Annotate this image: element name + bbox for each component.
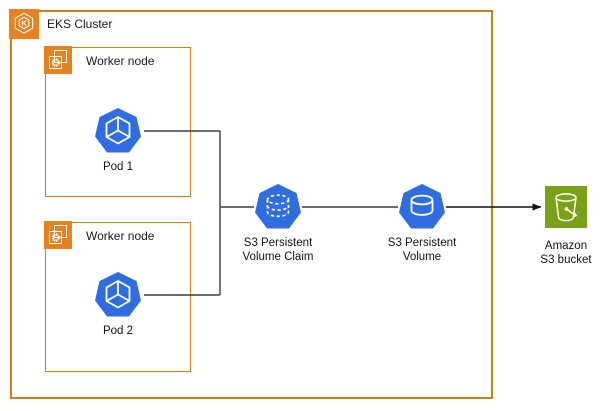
node-s3-persistent-volume-claim-label: S3 Persistent Volume Claim <box>242 237 314 263</box>
svg-text:K: K <box>21 21 26 28</box>
worker-node-1-label: Worker node <box>86 54 155 68</box>
kubernetes-persistent-volume-icon <box>396 181 448 233</box>
worker-node-1-boundary <box>45 47 191 197</box>
worker-node-2-boundary <box>45 222 191 372</box>
kubernetes-pod-icon <box>92 105 144 157</box>
eks-cluster-icon: K <box>9 9 39 39</box>
eks-cluster-label: EKS Cluster <box>47 17 113 31</box>
node-amazon-s3-bucket-label: Amazon S3 bucket <box>540 240 592 266</box>
kubernetes-pod-icon <box>92 269 144 321</box>
node-pod-2-label: Pod 2 <box>102 325 134 337</box>
kubernetes-persistent-volume-claim-icon <box>252 181 304 233</box>
worker-node-icon <box>44 46 72 74</box>
worker-node-icon <box>44 221 72 249</box>
node-pod-1-label: Pod 1 <box>102 161 134 173</box>
worker-node-2-label: Worker node <box>86 229 155 243</box>
eks-cluster-boundary <box>10 10 493 399</box>
amazon-s3-bucket-icon <box>545 186 587 228</box>
node-amazon-s3-bucket <box>545 186 587 228</box>
node-s3-persistent-volume-label: S3 Persistent Volume <box>387 237 457 263</box>
